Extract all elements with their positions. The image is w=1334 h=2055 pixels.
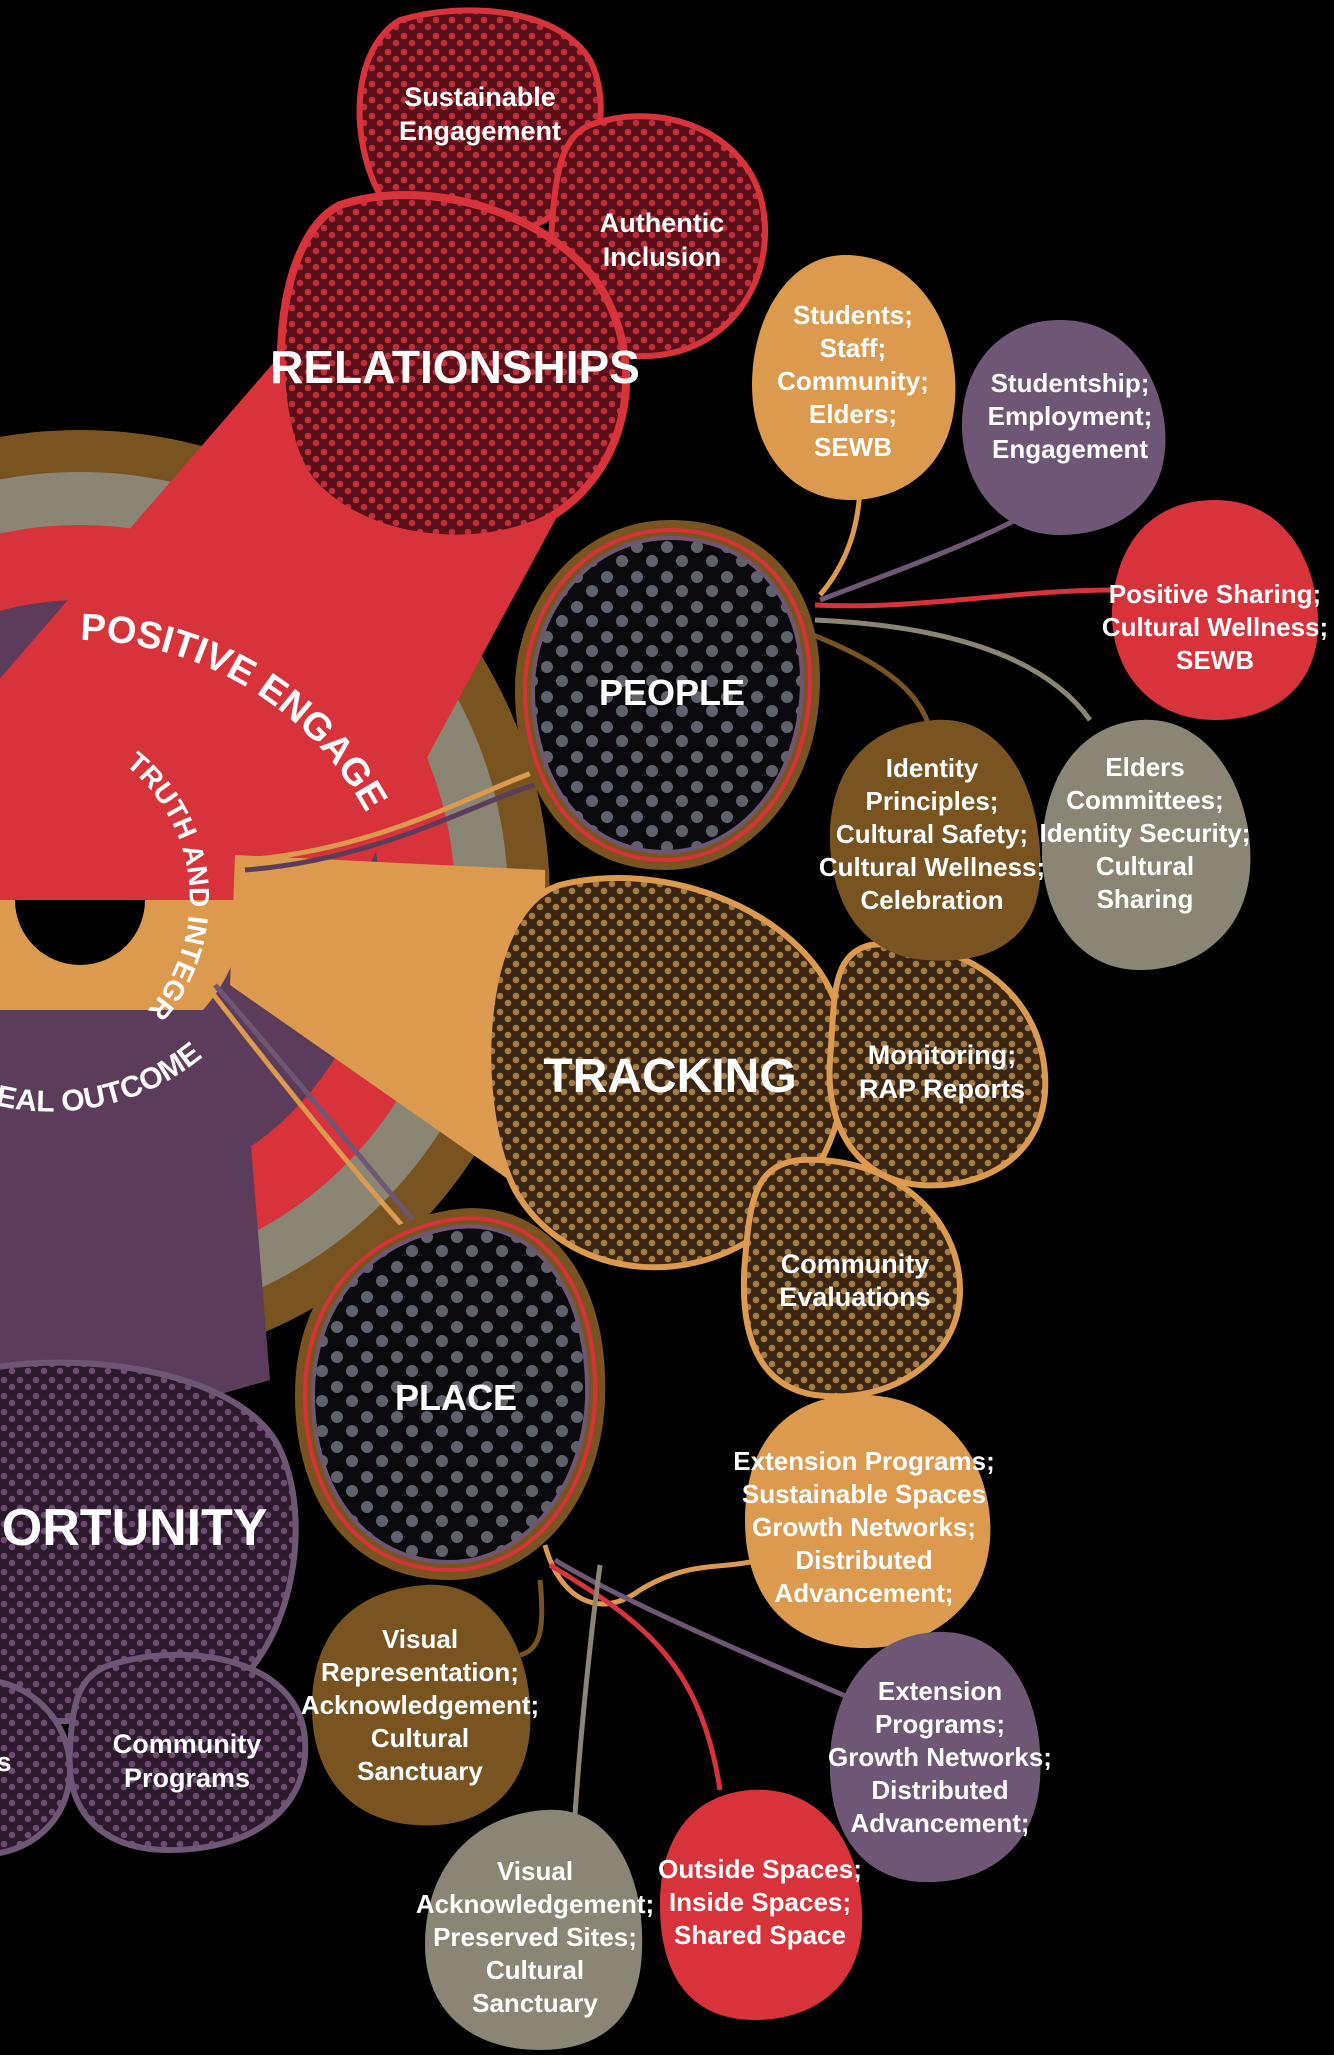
svg-text:Students;Staff;Community;Elder: Students;Staff;Community;Elders;SEWB <box>777 300 929 462</box>
tracking-hub: TRACKING <box>485 875 849 1271</box>
opportunity-beam <box>0 1010 270 1458</box>
svg-text:Monitoring;RAP Reports: Monitoring;RAP Reports <box>859 1040 1025 1104</box>
tracking-title: TRACKING <box>543 1050 796 1103</box>
studentship-node: Studentship;Employment;Engagement <box>962 320 1166 535</box>
svg-text:s: s <box>0 1747 12 1777</box>
relationships-title: RELATIONSHIPS <box>270 341 640 393</box>
svg-text:Studentship;Employment;Engagem: Studentship;Employment;Engagement <box>988 368 1153 464</box>
svg-text:Extension Programs;Sustainable: Extension Programs;Sustainable SpacesGro… <box>733 1446 995 1608</box>
connectors <box>208 479 1116 1816</box>
svg-text:Positive Sharing;Cultural Well: Positive Sharing;Cultural Wellness;SEWB <box>1102 579 1328 675</box>
positive-sharing-node: Positive Sharing;Cultural Wellness;SEWB <box>1102 500 1328 720</box>
students-staff-node: Students;Staff;Community;Elders;SEWB <box>752 255 956 500</box>
svg-text:Outside Spaces;Inside Spaces;S: Outside Spaces;Inside Spaces;Shared Spac… <box>658 1854 862 1950</box>
place-title: PLACE <box>395 1377 517 1418</box>
people-hub: PEOPLE <box>515 520 820 870</box>
tracking-beam <box>230 855 545 1205</box>
partial-left-node: s <box>0 1679 74 1857</box>
opportunity-hub: PPORTUNITY <box>0 1359 299 1725</box>
monitoring-node: Monitoring;RAP Reports <box>826 940 1049 1189</box>
relationships-hub: RELATIONSHIPS <box>270 191 640 543</box>
people-title: PEOPLE <box>599 672 745 713</box>
opportunity-title: PPORTUNITY <box>0 1499 268 1557</box>
place-hub: PLACE <box>295 1208 606 1580</box>
outside-spaces-node: Outside Spaces;Inside Spaces;Shared Spac… <box>658 1789 863 2020</box>
